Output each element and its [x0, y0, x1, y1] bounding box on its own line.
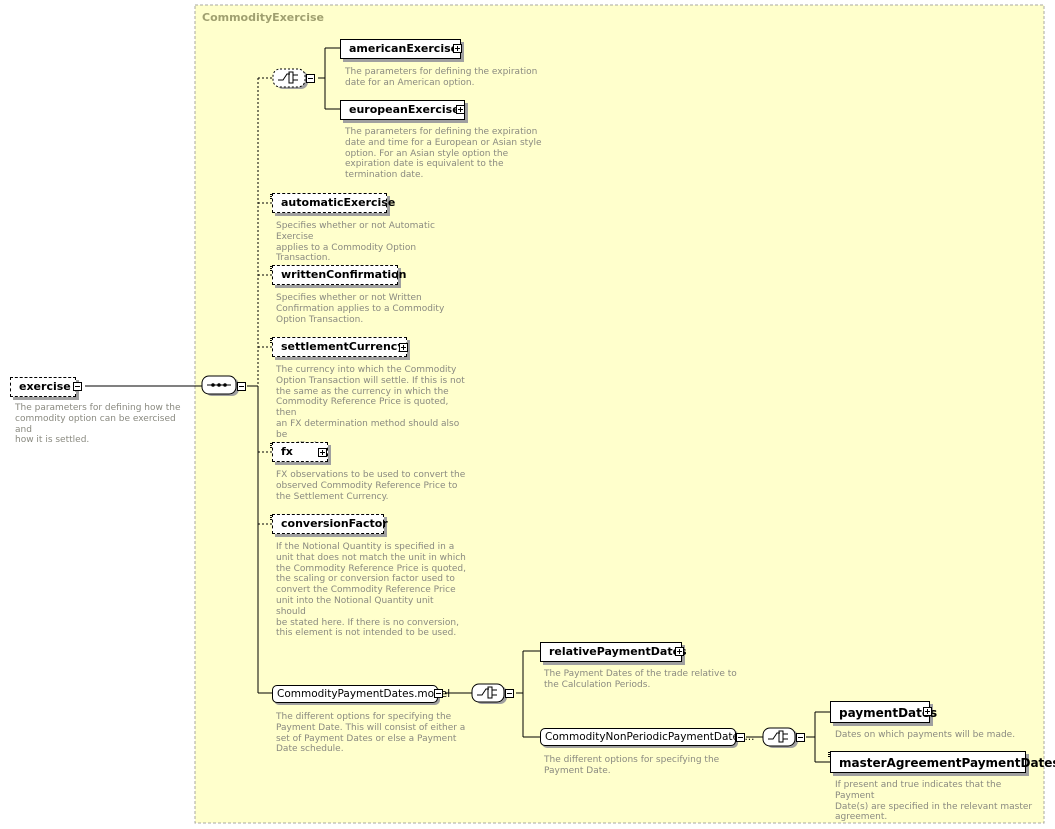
element-written-confirmation[interactable]: writtenConfirmation [272, 265, 407, 285]
element-description: The parameters for defining the expirati… [345, 127, 542, 181]
group-label: CommodityPaymentDates.model [277, 688, 451, 700]
collapse-icon[interactable] [73, 382, 82, 391]
expand-icon[interactable] [399, 343, 408, 352]
element-label: paymentDates [839, 706, 938, 720]
collapse-icon[interactable] [306, 74, 315, 83]
element-label: conversionFactor [281, 517, 388, 530]
element-label: relativePaymentDates [549, 645, 687, 658]
choice-compositor-icon [272, 68, 308, 89]
element-description: Specifies whether or not Automatic Exerc… [276, 221, 435, 264]
element-settlement-currency[interactable]: settlementCurrency [272, 337, 407, 357]
element-label: europeanExercise [349, 103, 460, 116]
complex-type-title: CommodityExercise [202, 11, 324, 24]
element-description: FX observations to be used to convert th… [276, 470, 466, 502]
element-relative-payment-dates[interactable]: relativePaymentDates [540, 642, 687, 662]
expand-icon[interactable] [453, 44, 462, 53]
group-label: CommodityNonPeriodicPaymentDates... [545, 731, 755, 743]
element-description: If the Notional Quantity is specified in… [276, 542, 467, 639]
element-description: The different options for specifying the… [544, 755, 720, 776]
element-description: If present and true indicates that the P… [835, 780, 1033, 823]
choice-compositor-icon [762, 727, 798, 748]
element-american-exercise[interactable]: americanExercise [340, 39, 461, 59]
element-description: Dates on which payments will be made. [835, 730, 1016, 740]
element-conversion-factor[interactable]: conversionFactor [272, 514, 388, 534]
element-payment-dates[interactable]: paymentDates [830, 701, 937, 723]
element-fx[interactable]: fx [272, 442, 328, 462]
element-label: automaticExercise [281, 196, 396, 209]
sequence-compositor [201, 375, 239, 396]
element-label: fx [281, 445, 293, 458]
expand-icon[interactable] [675, 647, 684, 656]
collapse-icon[interactable] [505, 689, 514, 698]
element-description: The different options for specifying the… [276, 712, 466, 755]
element-label: masterAgreementPaymentDates [839, 756, 1055, 770]
group-commodity-payment-dates-model[interactable]: CommodityPaymentDates.model [272, 685, 450, 703]
expand-icon[interactable] [318, 448, 327, 457]
element-master-agreement-payment-dates[interactable]: masterAgreementPaymentDates [830, 751, 1055, 773]
element-label: americanExercise [349, 42, 459, 55]
element-automatic-exercise[interactable]: automaticExercise [272, 193, 395, 213]
element-exercise[interactable]: exercise [10, 377, 76, 397]
element-european-exercise[interactable]: europeanExercise [340, 100, 465, 120]
element-label: settlementCurrency [281, 340, 405, 353]
element-description: The Payment Dates of the trade relative … [544, 669, 737, 690]
element-description: The parameters for defining the expirati… [345, 67, 538, 88]
collapse-icon[interactable] [736, 733, 745, 742]
collapse-icon[interactable] [796, 733, 805, 742]
collapse-icon[interactable] [434, 689, 443, 698]
group-commodity-non-periodic-payment-dates[interactable]: CommodityNonPeriodicPaymentDates... [540, 728, 754, 746]
collapse-icon[interactable] [237, 382, 246, 391]
expand-icon[interactable] [456, 105, 465, 114]
element-label: exercise [19, 380, 71, 393]
expand-icon[interactable] [923, 707, 932, 716]
element-label: writtenConfirmation [281, 268, 407, 281]
choice-compositor-icon [471, 683, 507, 704]
